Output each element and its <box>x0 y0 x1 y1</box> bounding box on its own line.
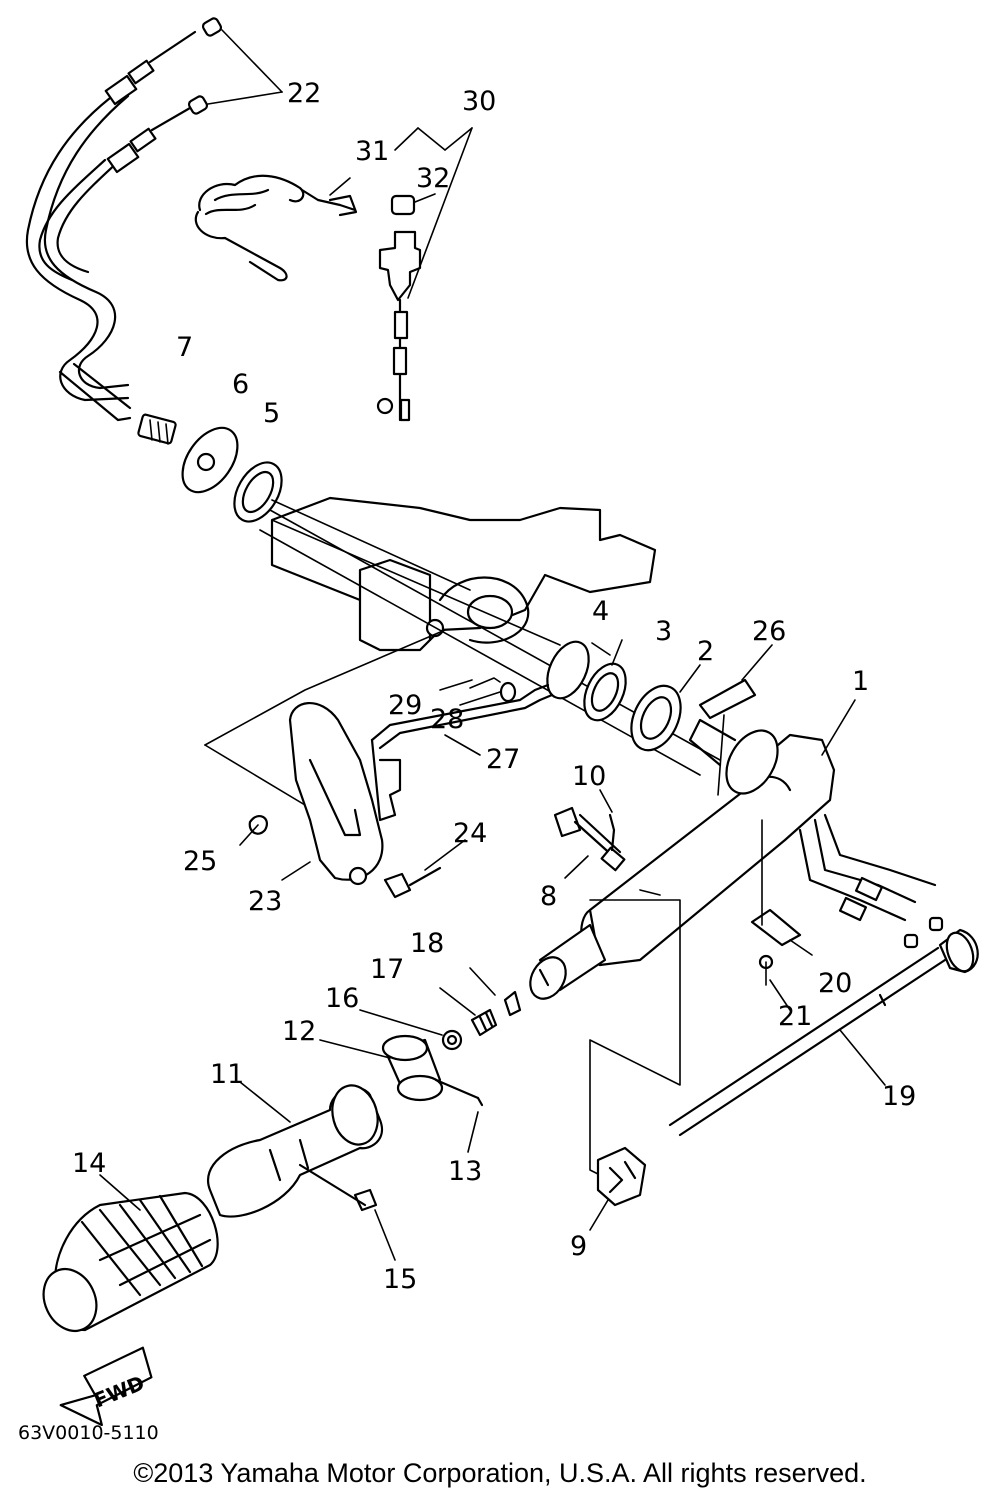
callout-8: 8 <box>540 881 557 912</box>
callout-13: 13 <box>448 1156 482 1187</box>
control-cables <box>25 17 283 422</box>
callout-28: 28 <box>430 704 464 735</box>
callout-22: 22 <box>287 78 321 109</box>
callout-23: 23 <box>248 886 282 917</box>
callout-4: 4 <box>592 596 609 627</box>
callout-16: 16 <box>325 983 359 1014</box>
callout-32: 32 <box>416 163 450 194</box>
callout-7: 7 <box>176 332 193 363</box>
callout-3: 3 <box>655 616 672 647</box>
callout-26: 26 <box>752 616 786 647</box>
friction-screw <box>553 789 626 879</box>
callout-labels: 1 2 3 4 5 6 7 8 9 10 11 12 13 14 15 16 1… <box>72 78 916 1295</box>
copyright-notice: ©2013 Yamaha Motor Corporation, U.S.A. A… <box>133 1458 867 1488</box>
callout-27: 27 <box>486 744 520 775</box>
callout-24: 24 <box>453 818 487 849</box>
throttle-link <box>239 677 554 899</box>
callout-11: 11 <box>210 1059 244 1090</box>
callout-6: 6 <box>232 369 249 400</box>
callout-5: 5 <box>263 398 280 429</box>
forward-direction-arrow: FWD <box>59 1346 153 1427</box>
stop-switch-assembly <box>194 127 473 422</box>
callout-30: 30 <box>462 86 496 117</box>
throttle-grip-parts <box>207 967 522 1261</box>
tiller-rod <box>589 928 979 1231</box>
callout-15: 15 <box>383 1264 417 1295</box>
callout-25: 25 <box>183 846 217 877</box>
callout-17: 17 <box>370 954 404 985</box>
steering-bracket <box>270 496 657 652</box>
callout-2: 2 <box>697 636 714 667</box>
steering-handle <box>529 699 944 1011</box>
bushings <box>259 509 773 796</box>
callout-10: 10 <box>572 761 606 792</box>
callout-14: 14 <box>72 1148 106 1179</box>
diagram-reference-code: 63V0010-5110 <box>18 1422 159 1444</box>
callout-18: 18 <box>410 928 444 959</box>
callout-1: 1 <box>852 666 869 697</box>
callout-21: 21 <box>778 1001 812 1032</box>
callout-9: 9 <box>570 1231 587 1262</box>
callout-12: 12 <box>282 1016 316 1047</box>
callout-19: 19 <box>882 1081 916 1112</box>
callout-20: 20 <box>818 968 852 999</box>
callout-31: 31 <box>355 136 389 167</box>
cable-collar-parts <box>137 413 283 523</box>
handle-grip <box>42 1174 219 1332</box>
callout-29: 29 <box>388 690 422 721</box>
